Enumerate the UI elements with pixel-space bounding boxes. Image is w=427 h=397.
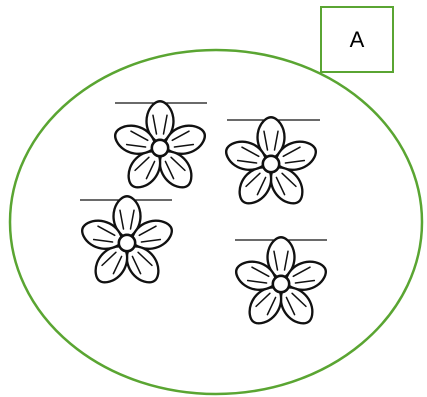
flower-icon (232, 237, 329, 330)
flower-icon (222, 117, 319, 210)
set-label: A (350, 27, 365, 53)
set-label-box: A (320, 6, 394, 73)
flower-icon (111, 101, 208, 194)
flower-icon (78, 196, 175, 289)
set-ellipse (10, 50, 422, 394)
